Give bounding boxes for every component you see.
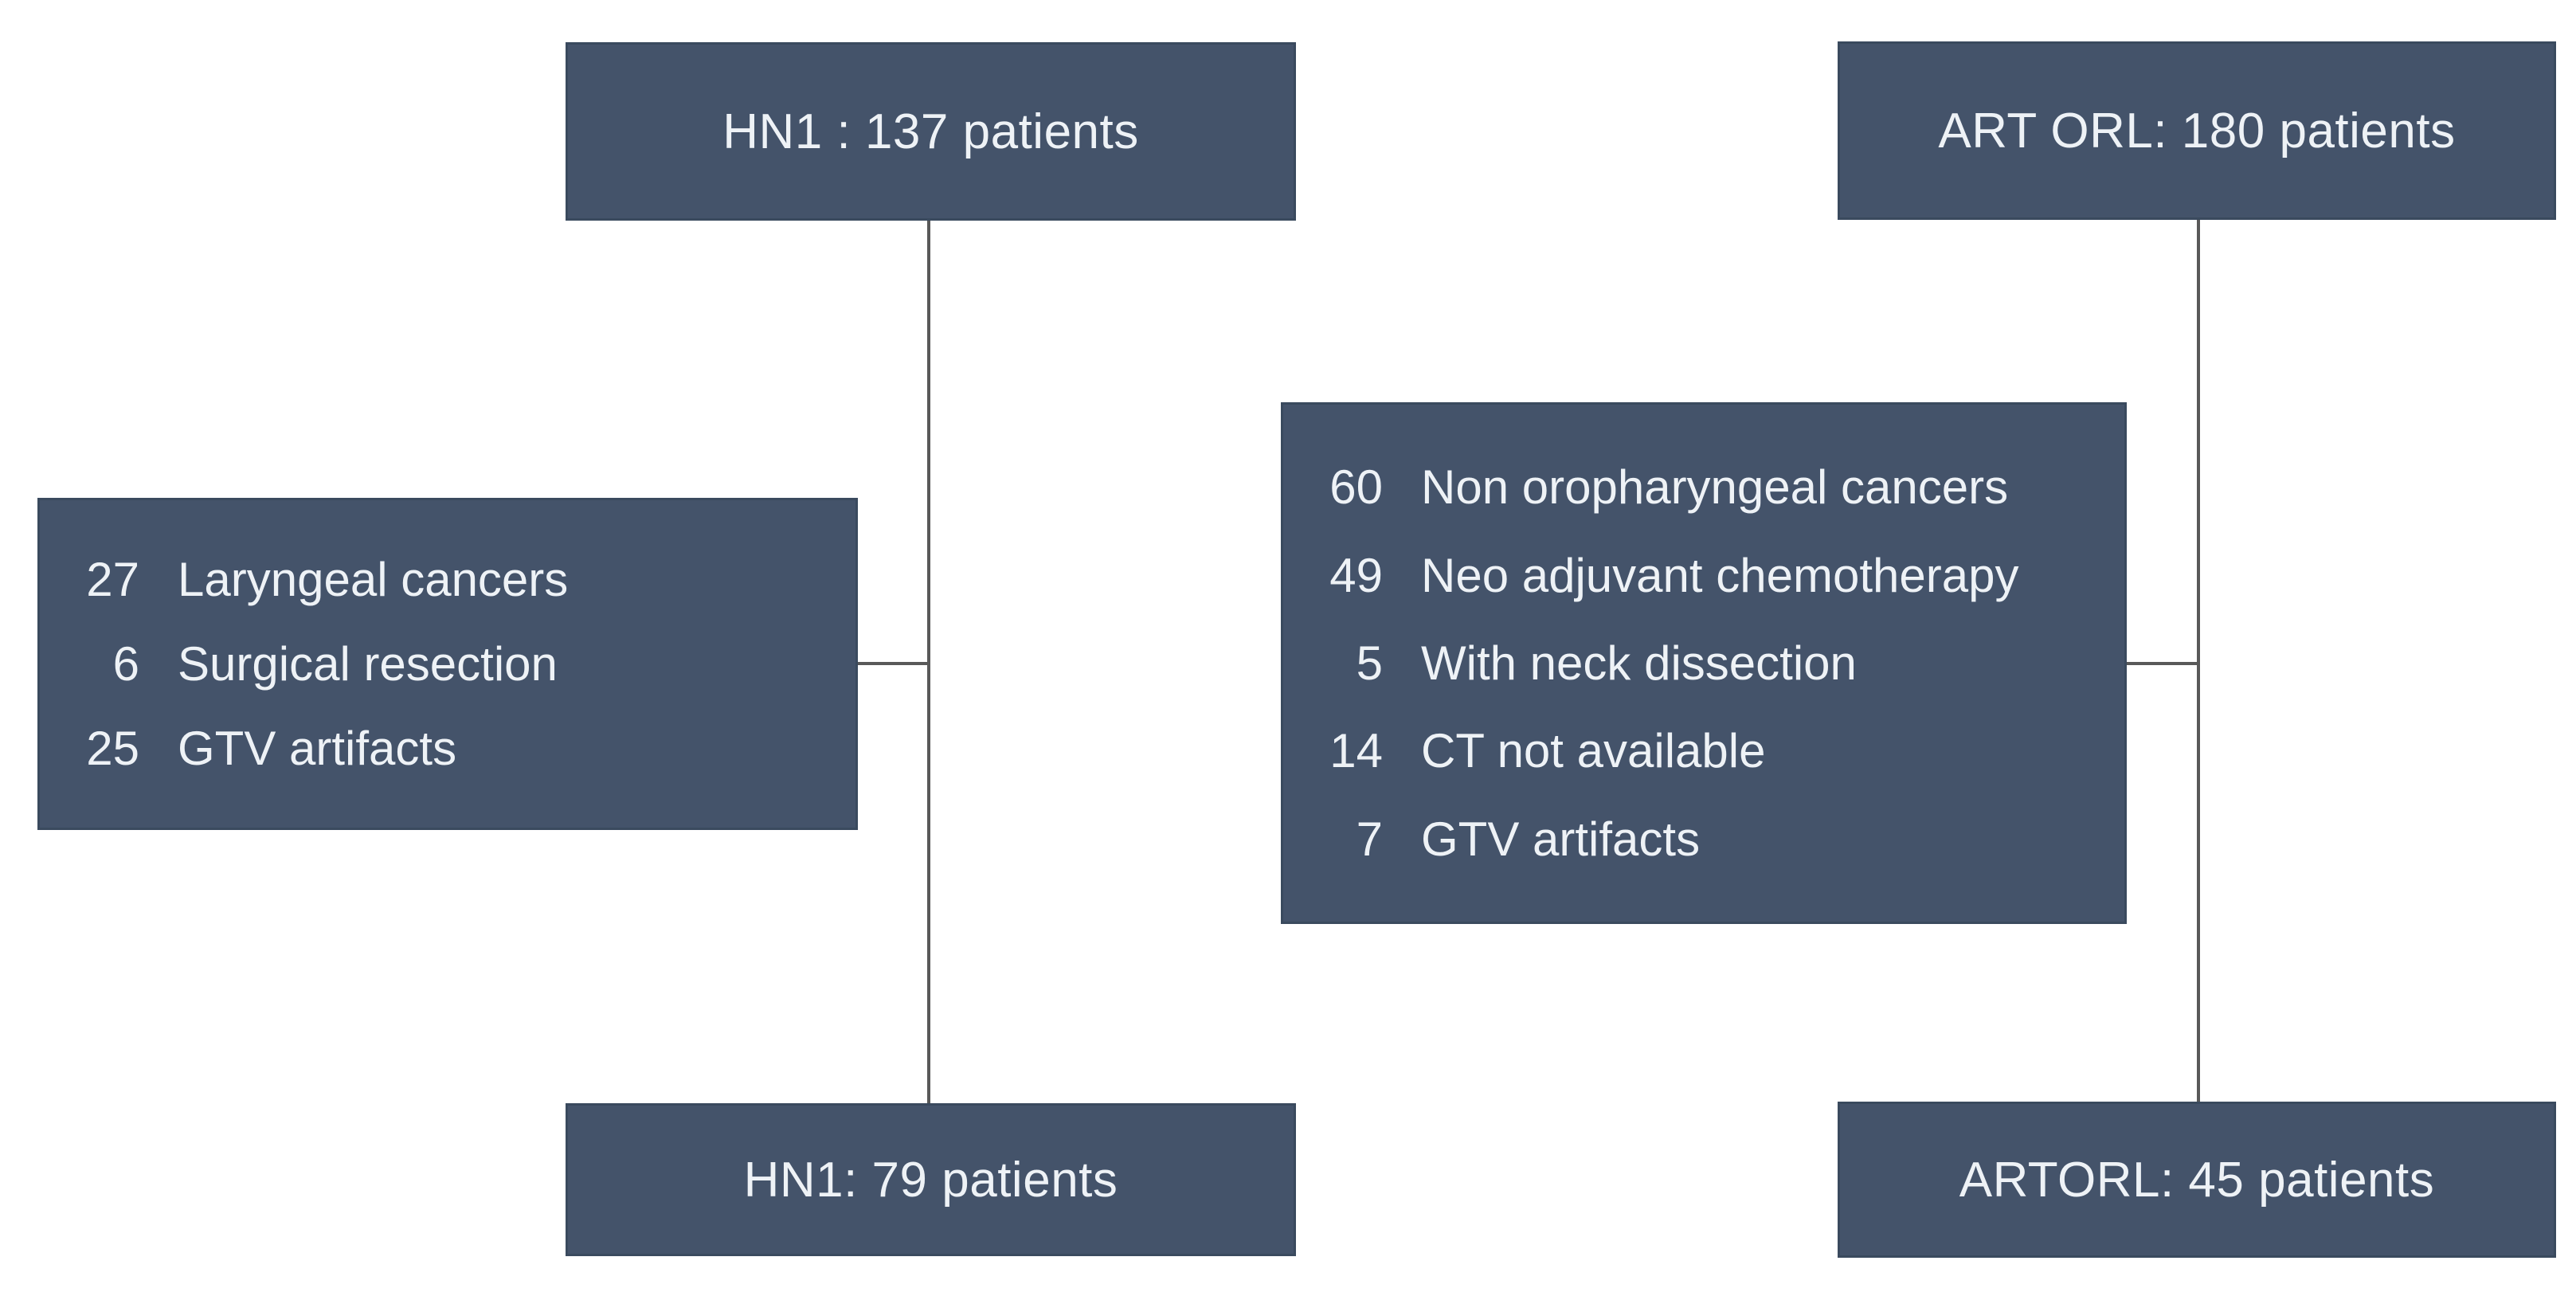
exclusion-count: 14: [1329, 724, 1383, 778]
exclusion-row: 27 Laryngeal cancers: [64, 552, 832, 607]
exclusion-row: 49 Neo adjuvant chemotherapy: [1307, 548, 2100, 603]
hn1-top-label: HN1 : 137 patients: [722, 104, 1139, 159]
exclusion-label: GTV artifacts: [178, 722, 457, 775]
exclusion-label: Non oropharyngeal cancers: [1421, 460, 2009, 515]
exclusion-row: 25 GTV artifacts: [64, 721, 832, 776]
exclusion-row: 6 Surgical resection: [64, 636, 832, 691]
exclusion-label: Neo adjuvant chemotherapy: [1421, 548, 2019, 602]
right-horizontal-connector: [2127, 662, 2200, 665]
hn1-exclusions-box: 27 Laryngeal cancers 6 Surgical resectio…: [37, 498, 858, 830]
hn1-top-box: HN1 : 137 patients: [566, 42, 1296, 221]
exclusion-count: 60: [1329, 460, 1383, 515]
artorl-top-label: ART ORL: 180 patients: [1938, 103, 2456, 159]
exclusion-row: 5 With neck dissection: [1307, 636, 2100, 691]
exclusion-count: 6: [112, 637, 139, 691]
artorl-bottom-box: ARTORL: 45 patients: [1838, 1102, 2556, 1258]
exclusion-count: 49: [1329, 548, 1383, 602]
exclusion-row: 7 GTV artifacts: [1307, 812, 2100, 867]
exclusion-row: 14 CT not available: [1307, 723, 2100, 778]
exclusion-count: 7: [1356, 812, 1383, 866]
exclusion-count: 25: [86, 722, 139, 775]
hn1-bottom-label: HN1: 79 patients: [743, 1152, 1118, 1208]
artorl-bottom-label: ARTORL: 45 patients: [1959, 1152, 2435, 1208]
exclusion-label: With neck dissection: [1421, 636, 1857, 690]
exclusion-count: 27: [86, 553, 139, 606]
exclusion-label: Laryngeal cancers: [178, 553, 569, 606]
artorl-top-box: ART ORL: 180 patients: [1838, 41, 2556, 220]
exclusion-row: 60 Non oropharyngeal cancers: [1307, 460, 2100, 515]
hn1-bottom-box: HN1: 79 patients: [566, 1103, 1296, 1256]
artorl-exclusions-box: 60 Non oropharyngeal cancers 49 Neo adju…: [1281, 402, 2127, 924]
exclusion-label: Surgical resection: [178, 637, 558, 691]
left-horizontal-connector: [858, 662, 930, 665]
exclusion-count: 5: [1356, 636, 1383, 690]
exclusion-label: CT not available: [1421, 724, 1766, 778]
exclusion-label: GTV artifacts: [1421, 812, 1701, 866]
